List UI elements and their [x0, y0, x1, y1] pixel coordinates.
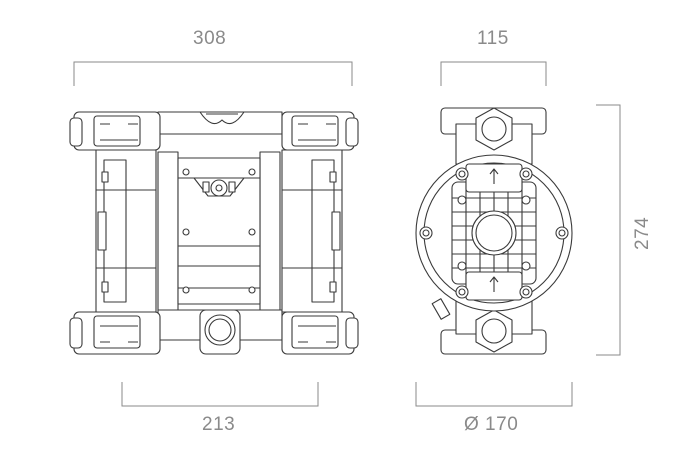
dim-line-213: [121, 382, 319, 407]
dimension-label-213: 213: [202, 414, 236, 435]
dim-line-274: [596, 104, 621, 356]
dimension-label-274: 274: [632, 216, 653, 250]
dim-line-115: [440, 61, 547, 86]
front-view: [69, 111, 359, 355]
dimension-label-308: 308: [193, 28, 227, 49]
dim-line-308: [73, 61, 353, 86]
dim-line-170: [415, 382, 573, 407]
side-view: [415, 107, 573, 355]
dimension-label-diameter-170: Ø 170: [464, 414, 519, 435]
dimension-label-115: 115: [477, 28, 509, 49]
dimension-lines: [73, 61, 621, 407]
